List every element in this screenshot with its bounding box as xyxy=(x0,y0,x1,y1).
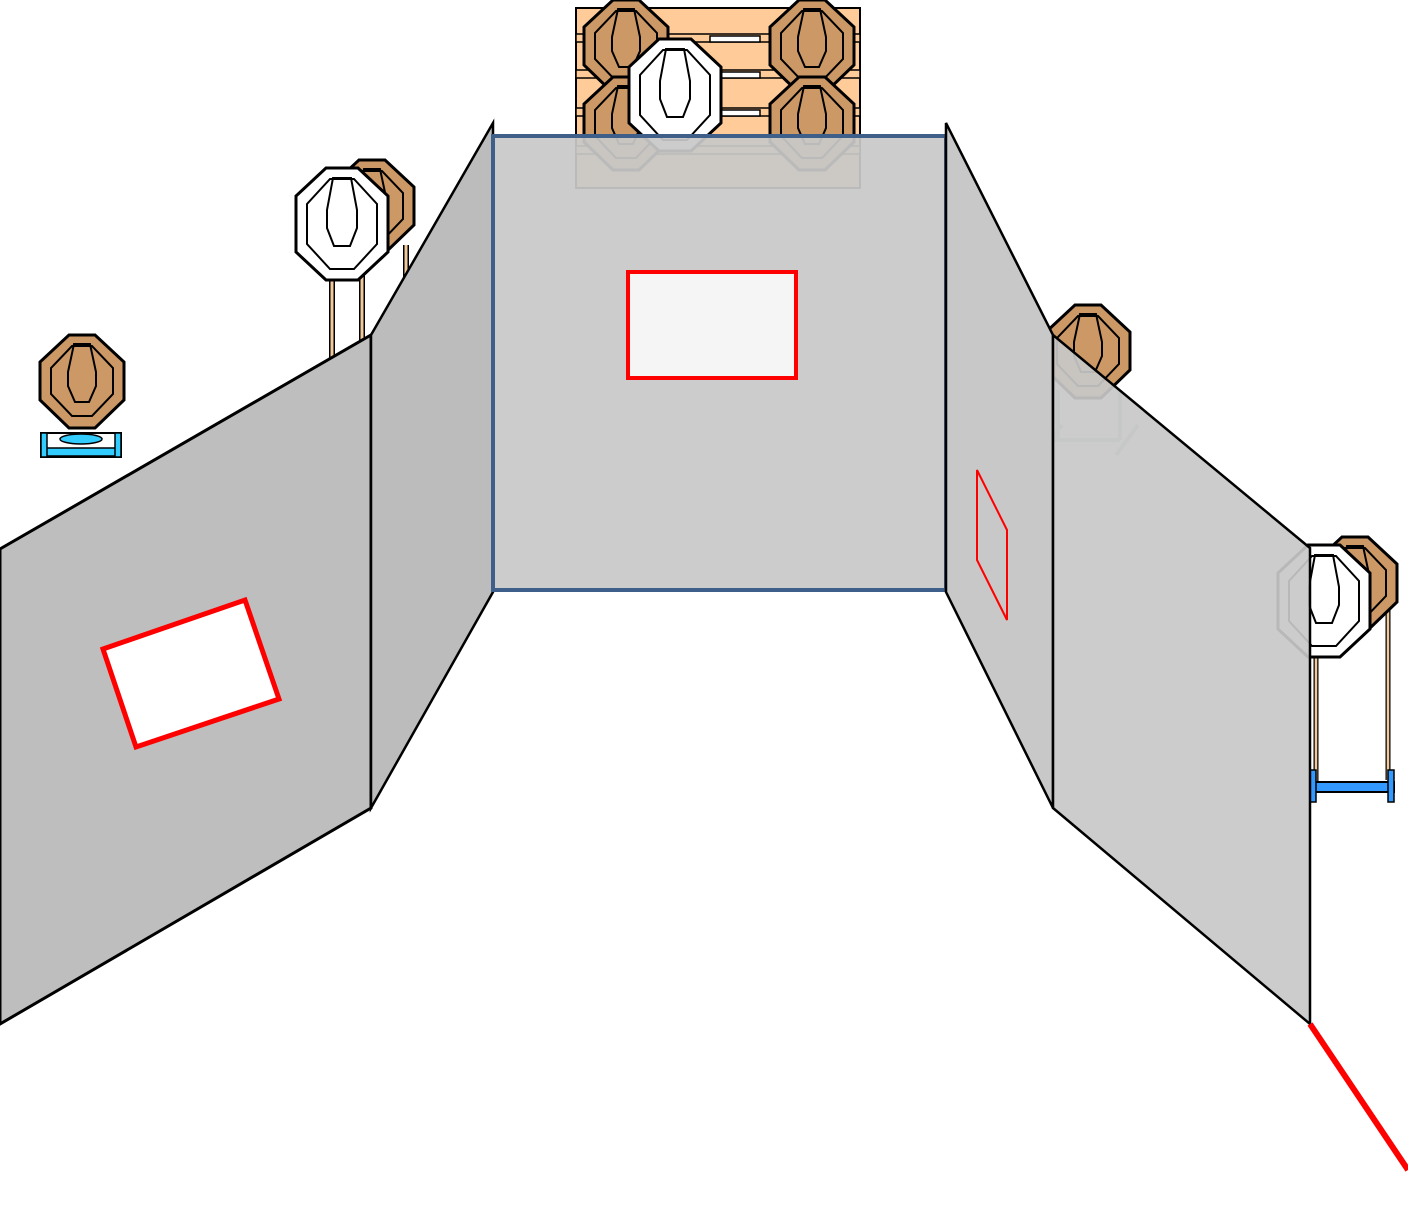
cardboard-target xyxy=(38,333,126,430)
left-wall-window xyxy=(99,596,283,751)
white-no-shoot-target xyxy=(294,166,390,282)
fault-line-right xyxy=(1307,1022,1408,1172)
stand-leg xyxy=(40,432,48,458)
front-wall-window xyxy=(626,270,798,380)
stand-base xyxy=(42,447,120,457)
stand-disc xyxy=(59,433,103,445)
pallet-gap xyxy=(709,35,761,43)
stand-leg xyxy=(114,432,122,458)
stand-leg xyxy=(1387,769,1395,803)
right-side-wall-window xyxy=(976,469,1008,621)
right-side-wall xyxy=(944,122,1055,809)
far-left-target xyxy=(38,333,126,458)
right-wall xyxy=(1051,332,1312,1027)
stand-base xyxy=(1309,781,1395,793)
